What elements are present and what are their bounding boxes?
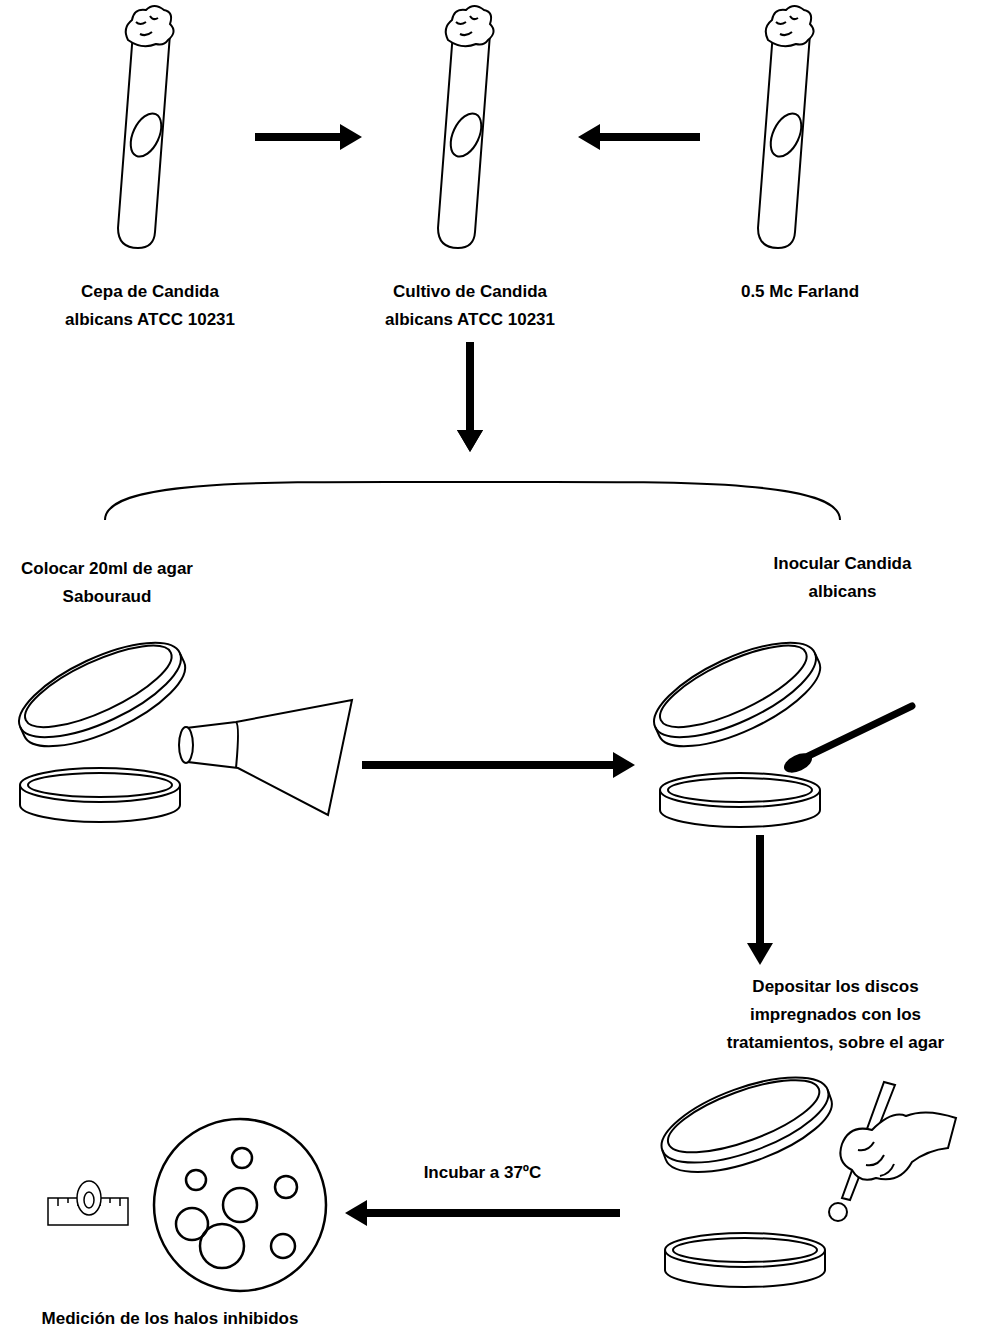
petri-dish-halos [154, 1119, 326, 1291]
arrow-shaft [756, 835, 764, 945]
arrow-head [457, 430, 483, 452]
arrow-head [457, 430, 483, 452]
flow-arrow [345, 1200, 620, 1226]
swab [781, 706, 912, 777]
test-tube [118, 6, 174, 248]
test-tube [758, 6, 814, 248]
step-caption: Colocar 20ml de agar Sabouraud [17, 555, 197, 611]
step-caption: Inocular Candida albicans [740, 550, 945, 606]
flow-arrow [457, 342, 840, 520]
flow-arrow [578, 124, 700, 150]
petri-dish [660, 773, 820, 827]
arrow-head [747, 943, 773, 965]
arrow-head [340, 124, 362, 150]
step-node: Inocular Candida albicans [635, 520, 960, 835]
step-node: Cepa de Candida albicans ATCC 10231 [45, 5, 255, 340]
hand-forceps [829, 1082, 956, 1221]
petri-dish [20, 768, 180, 822]
flask [179, 700, 352, 815]
petri-lid [642, 624, 833, 765]
arrow-shaft [466, 342, 474, 432]
step-caption: Cultivo de Candida albicans ATCC 10231 [362, 278, 578, 334]
arrow-head [578, 124, 600, 150]
bracket-branch [105, 482, 470, 520]
step-node: Cultivo de Candida albicans ATCC 10231 [362, 5, 578, 340]
arrow-shaft [598, 133, 700, 141]
step-node: 0.5 Mc Farland [700, 5, 900, 335]
step-caption: Cepa de Candida albicans ATCC 10231 [45, 278, 255, 334]
bracket-branch [470, 482, 840, 520]
arrow-shaft [255, 133, 342, 141]
arrow-shaft [365, 1209, 620, 1217]
flow-arrow [255, 124, 362, 150]
arrow-shaft [466, 342, 474, 432]
ruler [48, 1181, 128, 1225]
arrow-head [345, 1200, 367, 1226]
step-caption: Depositar los discos impregnados con los… [698, 973, 973, 1057]
flow-arrow [747, 835, 773, 965]
arrow-shaft [362, 761, 615, 769]
step-node: Depositar los discos impregnados con los… [620, 965, 975, 1295]
test-tube [438, 6, 494, 248]
step-node: Medición de los halos inhibidos [5, 1110, 345, 1339]
petri-dish [665, 1233, 825, 1287]
petri-lid [7, 624, 198, 765]
step-caption: 0.5 Mc Farland [700, 278, 900, 306]
edge-label: Incubar a 37ºC [421, 1161, 545, 1185]
step-node: Colocar 20ml de agar Sabouraud [5, 520, 362, 835]
step-caption: Medición de los halos inhibidos [5, 1305, 335, 1333]
arrow-head [613, 752, 635, 778]
flow-arrow [362, 752, 635, 778]
flow-arrow [105, 342, 483, 520]
petri-lid [651, 1060, 842, 1190]
